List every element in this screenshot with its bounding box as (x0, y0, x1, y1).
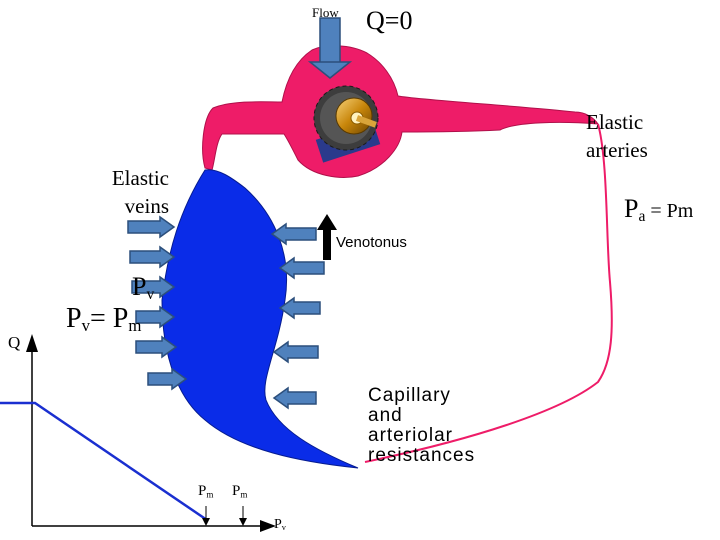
right-arrow-5 (272, 386, 317, 410)
elastic-artery-tube (202, 45, 599, 178)
flow-label: Flow (312, 5, 339, 20)
elastic-arteries-line1: Elastic (586, 110, 644, 134)
left-arrow-6 (147, 367, 188, 391)
flow-arrow (307, 17, 353, 79)
resistances-line1: Capillary (368, 385, 451, 406)
elastic-veins-line2: veins (124, 194, 169, 218)
pa-sub: a (638, 207, 646, 225)
pump-shaft (355, 115, 377, 128)
pm-marker-2-label: Pm (232, 484, 247, 499)
left-pressure-arrows (127, 215, 188, 391)
venous-return-curve (0, 401, 208, 522)
right-arrow-2 (278, 256, 325, 280)
pv-axis-p: P (274, 517, 282, 532)
pv-sub: v (146, 285, 155, 303)
pv-p: P (132, 272, 147, 301)
graph-q-axis-arrowhead (26, 334, 38, 352)
pa-equals-pm-label: Pa = Pm (624, 194, 694, 225)
right-arrow-4 (272, 340, 319, 364)
elastic-arteries-label: Elastic arteries (586, 108, 648, 164)
pv-eq-p1: P (66, 303, 82, 334)
pv-eq-sub2: m (128, 316, 142, 336)
left-arrow-3 (131, 275, 176, 299)
resistances-line2: and (368, 405, 403, 426)
left-arrow-2 (129, 245, 176, 269)
left-arrow-4 (135, 305, 176, 329)
q-axis-label: Q (8, 333, 21, 352)
pa-p: P (624, 194, 639, 223)
pv-label: Pv (132, 272, 155, 303)
pv-axis-sub: v (281, 523, 286, 533)
venous-return-graph (0, 334, 276, 532)
q-zero-label: Q=0 (366, 6, 413, 35)
pump-motor-icon (313, 85, 381, 163)
venotonus-arrow (317, 214, 337, 260)
right-arrow-3 (278, 296, 321, 320)
resistances-line3: arteriolar (368, 425, 453, 446)
pv-axis-label: Pv (274, 518, 286, 533)
resistances-line4: resistances (368, 445, 476, 466)
right-arrow-1 (270, 222, 317, 246)
pm2-sub: m (240, 489, 248, 500)
right-pressure-arrows (270, 222, 325, 410)
pv-eq-mid: = P (89, 303, 129, 334)
elastic-veins-line1: Elastic (111, 166, 169, 190)
pm-marker-1-label: Pm (198, 484, 213, 499)
pa-rest: = Pm (645, 200, 694, 222)
elastic-arteries-line2: arteries (586, 138, 648, 162)
pv-eq-sub1: v (81, 316, 90, 336)
graph-pv-axis-arrowhead (260, 520, 276, 532)
resistances-label: Capillary and arteriolar resistances (368, 386, 475, 466)
pm2-p: P (232, 483, 241, 499)
left-arrow-5 (135, 335, 178, 359)
pv-equals-pm-label: Pv= Pm (66, 305, 141, 335)
pm1-p: P (198, 483, 207, 499)
venotonus-label: Venotonus (336, 234, 407, 251)
left-arrow-1 (127, 215, 176, 239)
elastic-vein-reservoir (161, 169, 359, 469)
pm1-sub: m (206, 489, 214, 500)
elastic-veins-label: Elastic veins (97, 164, 169, 220)
elastic-artery-outline (364, 123, 613, 463)
